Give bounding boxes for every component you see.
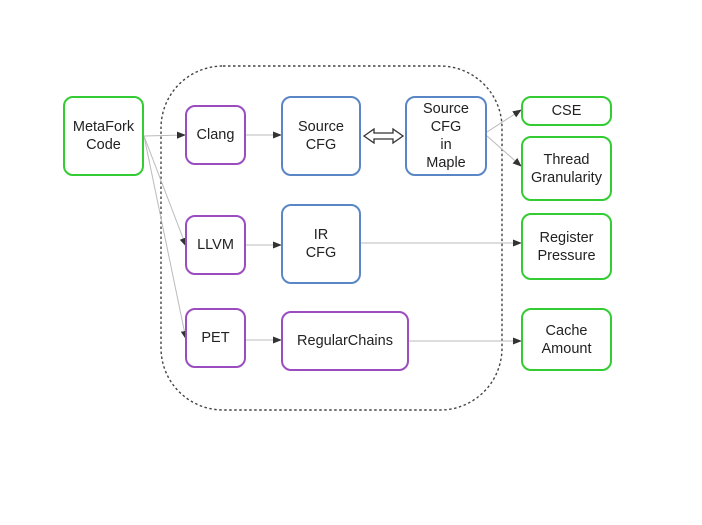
node-source-cfg: Source CFG xyxy=(281,96,361,176)
edge-metafork-to-pet xyxy=(143,135,188,340)
node-clang: Clang xyxy=(185,105,246,165)
edge-source_cfg-to-source_cfg_maple-bidirectional xyxy=(362,127,405,145)
processing-cluster xyxy=(160,65,503,411)
node-register-pressure: Register Pressure xyxy=(521,213,612,280)
node-thread-granularity: Thread Granularity xyxy=(521,136,612,201)
edge-source_cfg_maple-to-thread_granularity xyxy=(486,135,522,167)
edge-source_cfg_maple-to-cse xyxy=(486,109,522,133)
node-metafork-code: MetaFork Code xyxy=(63,96,144,176)
edge-metafork-to-clang xyxy=(143,131,186,139)
edges-layer xyxy=(143,109,522,345)
node-cache-amount: Cache Amount xyxy=(521,308,612,371)
edge-metafork-to-llvm xyxy=(143,135,187,247)
node-pet: PET xyxy=(185,308,246,368)
node-llvm: LLVM xyxy=(185,215,246,275)
node-ir-cfg: IR CFG xyxy=(281,204,361,284)
node-regularchains: RegularChains xyxy=(281,311,409,371)
node-source-cfg-in-maple: Source CFG in Maple xyxy=(405,96,487,176)
node-cse: CSE xyxy=(521,96,612,126)
